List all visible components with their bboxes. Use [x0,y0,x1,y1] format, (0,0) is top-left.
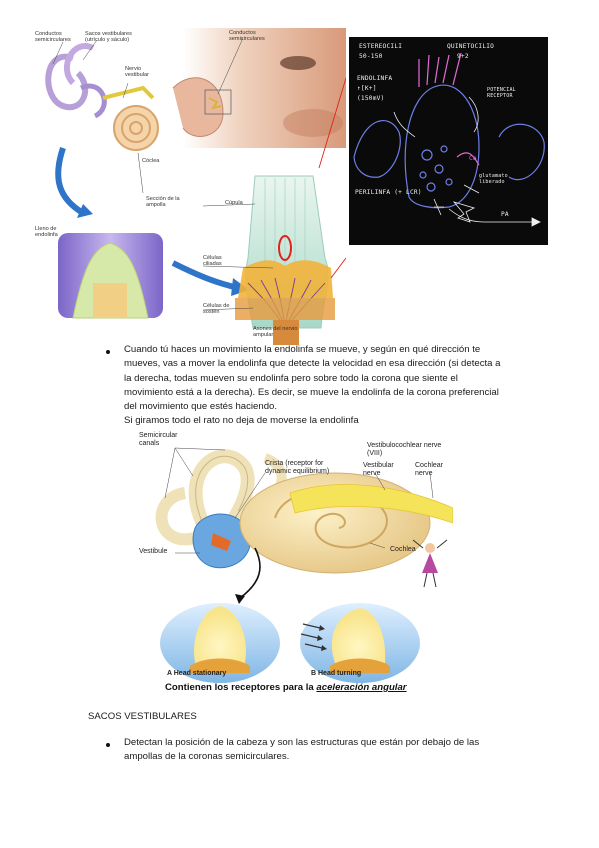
chalk-ca: Ca [469,155,477,162]
label-vestibulocochlear: Vestibulocochlear nerve (VIII) [367,442,442,457]
section-line-2: ampollas de la coronas semicirculares. [124,751,290,762]
label-cochlea: Cochlea [390,546,416,553]
anatomy-illustration [45,28,347,345]
caption-prefix: Contienen los receptores para la [165,682,314,693]
label-conductos-semicirculares-right: Conductos semicirculares [229,30,265,43]
label-semicircular-canals: Semicircular canals [139,432,178,447]
label-head-turning: B Head turning [311,670,362,677]
paragraph-line-6: Si giramos todo el rato no deja de mover… [124,415,359,426]
canals-illustration [155,447,454,683]
arrow-down-icon [55,147,85,216]
label-cupula: Cúpula [225,200,243,206]
chalk-quinetocilio: QUINETOCILIO [447,43,495,50]
section-heading: SACOS VESTIBULARES [88,711,197,722]
figure-semicircular-canals: Semicircular canals Crista (receptor for… [135,428,454,700]
blackboard-drawing: ESTEREOCILI QUINETOCILIO 50-150 9+2 ENDO… [349,37,548,245]
figure-caption: Contienen los receptores para la acelera… [165,682,407,693]
ear-inset-box [204,89,232,115]
label-cochlear-nerve: Cochlear nerve [415,462,444,477]
chalk-glutamato: glutamato liberado [479,173,508,185]
chalk-k-plus: ↑[K+] [357,85,377,92]
caption-emphasis: aceleración angular [316,682,407,693]
chalk-endolinfa: ENDOLINFA [357,75,393,82]
label-celulas-ciliadas: Células ciliadas [203,255,222,268]
paragraph-line-1: Cuando tú haces un movimiento la endolin… [124,344,481,355]
label-sacos-vestibulares: Sacos vestibulares (utrículo y sáculo) [85,31,132,44]
paragraph-line-3: la derecha, todas mueven su endolinfa pe… [124,373,458,384]
chalk-potencial-receptor: POTENCIAL RECEPTOR [487,87,516,99]
paragraph-line-2: mueves, vas a mover la endolinfa que det… [124,358,501,369]
label-lleno-endolinfa: Lleno de endolinfa [35,226,58,239]
label-conductos-semicirculares: Conductos semicirculares [35,31,71,44]
bullet-dot-1 [106,350,110,354]
paragraph-line-4: movimiento está a la derecha). Es decir,… [124,387,499,398]
figure-ampulla-anatomy: Conductos semicirculares Sacos vestibula… [33,28,347,345]
label-coclea: Cóclea [142,158,160,164]
label-vestibular-nerve: Vestibular nerve [363,462,394,477]
paragraph-line-5: del movimiento que estés haciendo. [124,401,278,412]
bullet-dot-2 [106,743,110,747]
chalk-perilinfa: PERILINFA (+ LCR) [355,189,422,196]
hair-cells-highlight [278,235,292,261]
label-vestibule: Vestibule [139,548,168,555]
chalk-9-2: 9+2 [457,53,469,60]
label-seccion-ampolla: Sección de la ampolla [146,196,180,209]
label-nervio-vestibular: Nervio vestibular [125,66,149,79]
cochlea-shape [113,105,159,151]
label-celulas-sosten: Células de sostén [203,303,230,316]
chalk-pa: PA [501,211,509,218]
label-crista: Crista (receptor for dynamic equilibrium… [265,460,330,475]
chalk-estereocili: ESTEREOCILI [359,43,403,50]
label-head-stationary: A Head stationary [167,670,227,677]
chalk-150mv: (150mV) [357,95,385,102]
label-axones: Axones del nervio ampular [253,326,298,339]
blackboard-sketch [353,52,545,227]
section-line-1: Detectan la posición de la cabeza y son … [124,737,480,748]
chalk-50-150: 50-150 [359,53,383,60]
